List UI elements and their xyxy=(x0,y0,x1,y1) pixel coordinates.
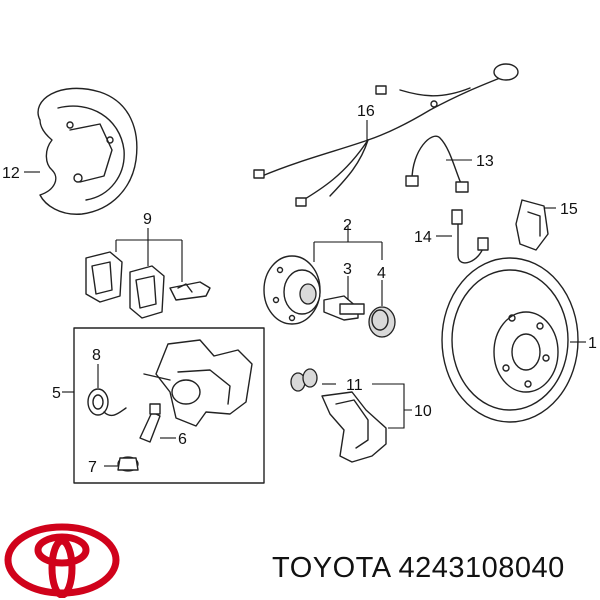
callout-2: 2 xyxy=(343,217,352,234)
callout-1: 1 xyxy=(588,335,597,352)
part-number: 4243108040 xyxy=(398,552,565,584)
callout-labels: 12 9 16 13 14 15 2 3 4 1 5 8 6 7 11 10 xyxy=(2,103,597,476)
part-8-spring xyxy=(87,388,127,417)
part-caption: TOYOTA 4243108040 xyxy=(272,552,565,585)
callout-8: 8 xyxy=(92,347,101,364)
callout-12: 12 xyxy=(2,165,20,182)
callout-3: 3 xyxy=(343,261,352,278)
callout-9: 9 xyxy=(143,211,152,228)
part-1-brake-disc xyxy=(441,257,579,423)
callout-6: 6 xyxy=(178,431,187,448)
callout-16: 16 xyxy=(357,103,375,120)
part-10-caliper-bracket xyxy=(321,391,387,463)
callout-11: 11 xyxy=(346,377,363,394)
leader-lines xyxy=(24,120,586,467)
part-16-wiring-harness xyxy=(253,63,519,207)
part-5-caliper-group xyxy=(73,327,265,484)
part-7-cap xyxy=(117,456,139,472)
callout-10: 10 xyxy=(414,403,432,420)
part-9-brake-pads xyxy=(85,251,211,319)
part-6-bleeder-screw xyxy=(139,403,161,443)
callout-4: 4 xyxy=(377,265,386,282)
callout-14: 14 xyxy=(414,229,432,246)
brand-name: TOYOTA xyxy=(272,552,390,584)
callout-13: 13 xyxy=(476,153,494,170)
part-11-guide-pins xyxy=(290,368,318,392)
part-12-backing-plate xyxy=(37,87,138,215)
part-3-hub-bolt xyxy=(323,295,365,321)
part-4-grease-cap xyxy=(368,306,396,338)
part-14-sensor xyxy=(451,209,489,264)
toyota-logo-icon xyxy=(4,523,120,598)
callout-7: 7 xyxy=(88,459,97,476)
part-15-abs-sensor xyxy=(515,199,549,251)
part-13-sensor-cable xyxy=(405,135,469,193)
part-2-hub-bearing xyxy=(263,255,321,325)
callout-5: 5 xyxy=(52,385,61,402)
callout-15: 15 xyxy=(560,201,578,218)
